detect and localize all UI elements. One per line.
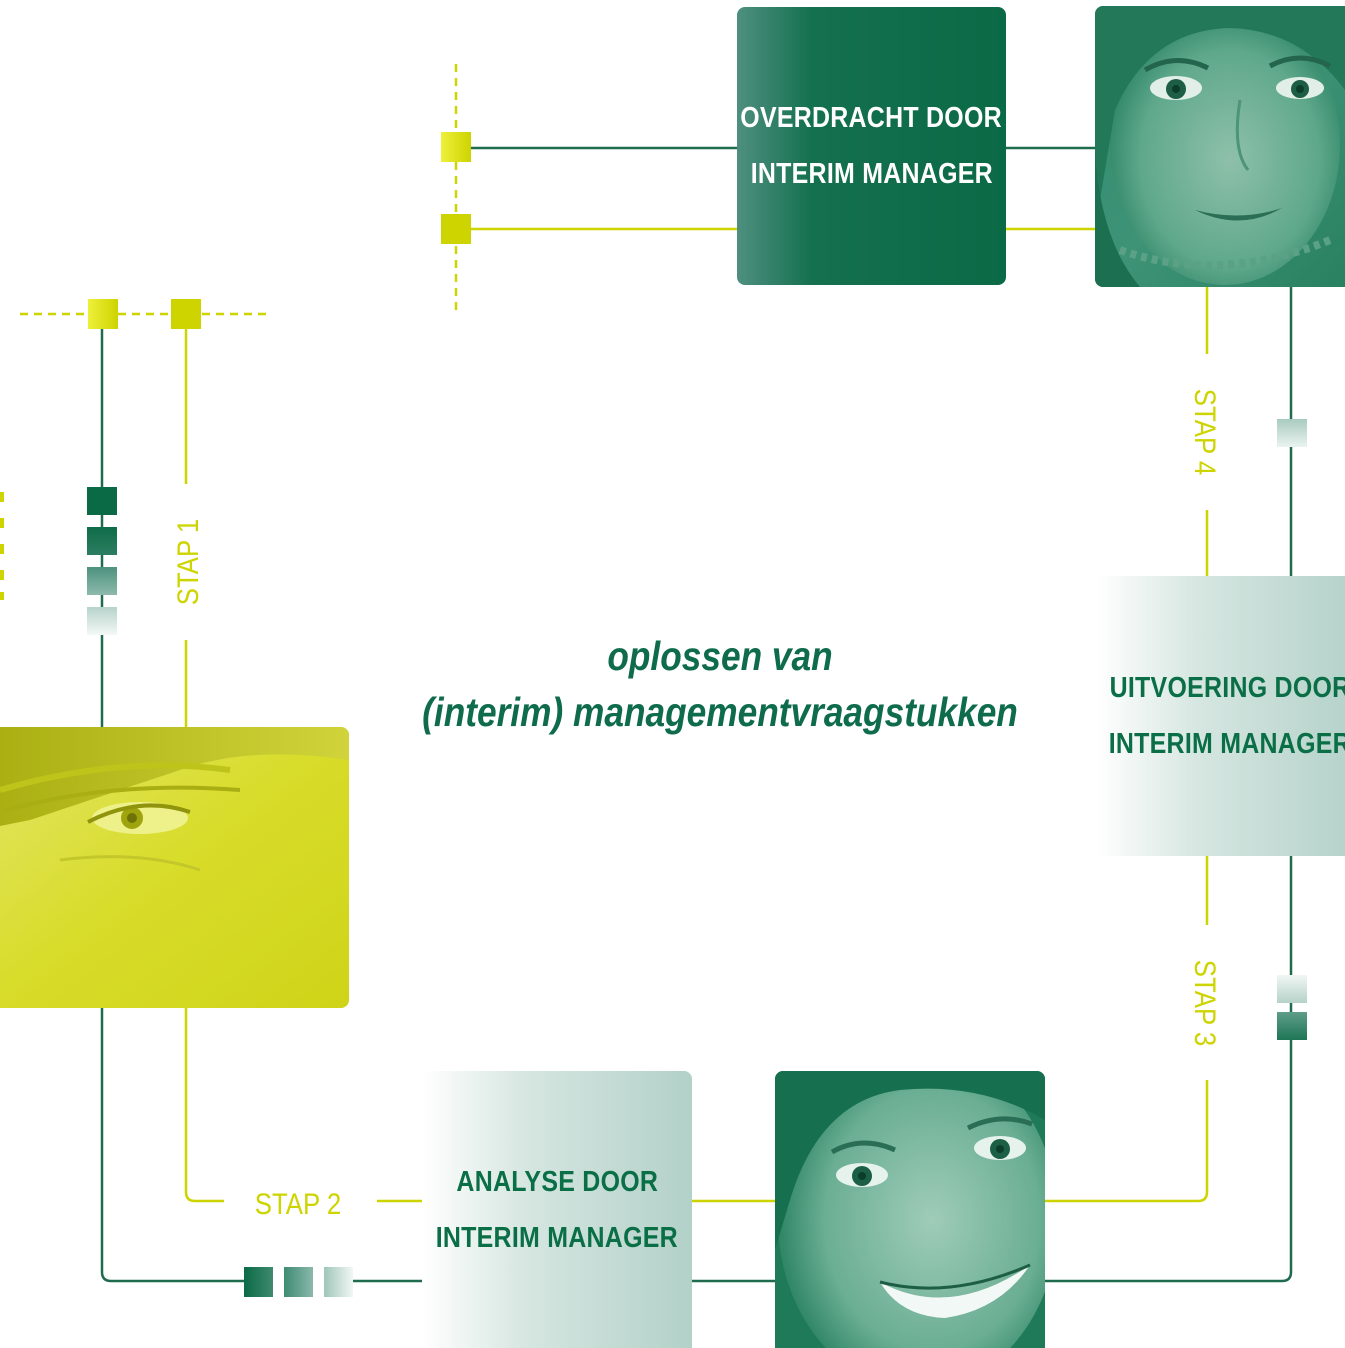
marker-square [324,1267,353,1297]
connector-bottom-dark [100,1007,244,1283]
step-label-3: STAP 3 [1189,960,1222,1046]
step-label-2: STAP 2 [255,1187,341,1220]
step-label-4: STAP 4 [1189,389,1222,475]
marker-square [87,487,117,515]
marker-square [171,299,201,329]
analyse-box: ANALYSE DOOR INTERIM MANAGER [422,1071,692,1348]
step-label-1: STAP 1 [171,519,204,605]
overdracht-line2: INTERIM MANAGER [750,158,993,190]
central-title-line2: (interim) managementvraagstukken [422,689,1018,735]
marker-square [87,567,117,595]
marker-square [244,1267,273,1297]
marker-square [284,1267,313,1297]
central-title-line1: oplossen van [607,633,833,679]
edge-mark [0,518,4,528]
marker-square [87,527,117,555]
uitvoering-line2: INTERIM MANAGER [1108,728,1345,760]
marker-square [88,299,118,329]
overdracht-line1: OVERDRACHT DOOR [740,102,1003,134]
edge-mark [0,492,4,502]
marker-square [1277,1012,1307,1040]
connector-right-lime-bottom [1045,1080,1209,1203]
marker-square [441,214,471,244]
portrait-photo-top [1095,6,1345,287]
connector-bottom-lime [184,1007,224,1203]
portrait-photo-left [0,727,349,1008]
connector-right-dark-bottom [1045,856,1293,1283]
uitvoering-line1: UITVOERING DOOR [1109,672,1345,704]
overdracht-box: OVERDRACHT DOOR INTERIM MANAGER [737,7,1006,285]
portrait-photo-bottom [775,1071,1045,1348]
central-title: oplossen van (interim) managementvraagst… [360,628,1080,740]
marker-square [441,132,471,162]
analyse-line2: INTERIM MANAGER [435,1221,679,1254]
marker-square [1277,419,1307,447]
edge-mark [0,544,4,554]
analyse-line1: ANALYSE DOOR [456,1165,658,1198]
edge-mark [0,592,4,600]
uitvoering-box: UITVOERING DOOR INTERIM MANAGER [1096,576,1345,856]
edge-mark [0,570,4,580]
marker-square [87,607,117,635]
marker-square [1277,975,1307,1003]
